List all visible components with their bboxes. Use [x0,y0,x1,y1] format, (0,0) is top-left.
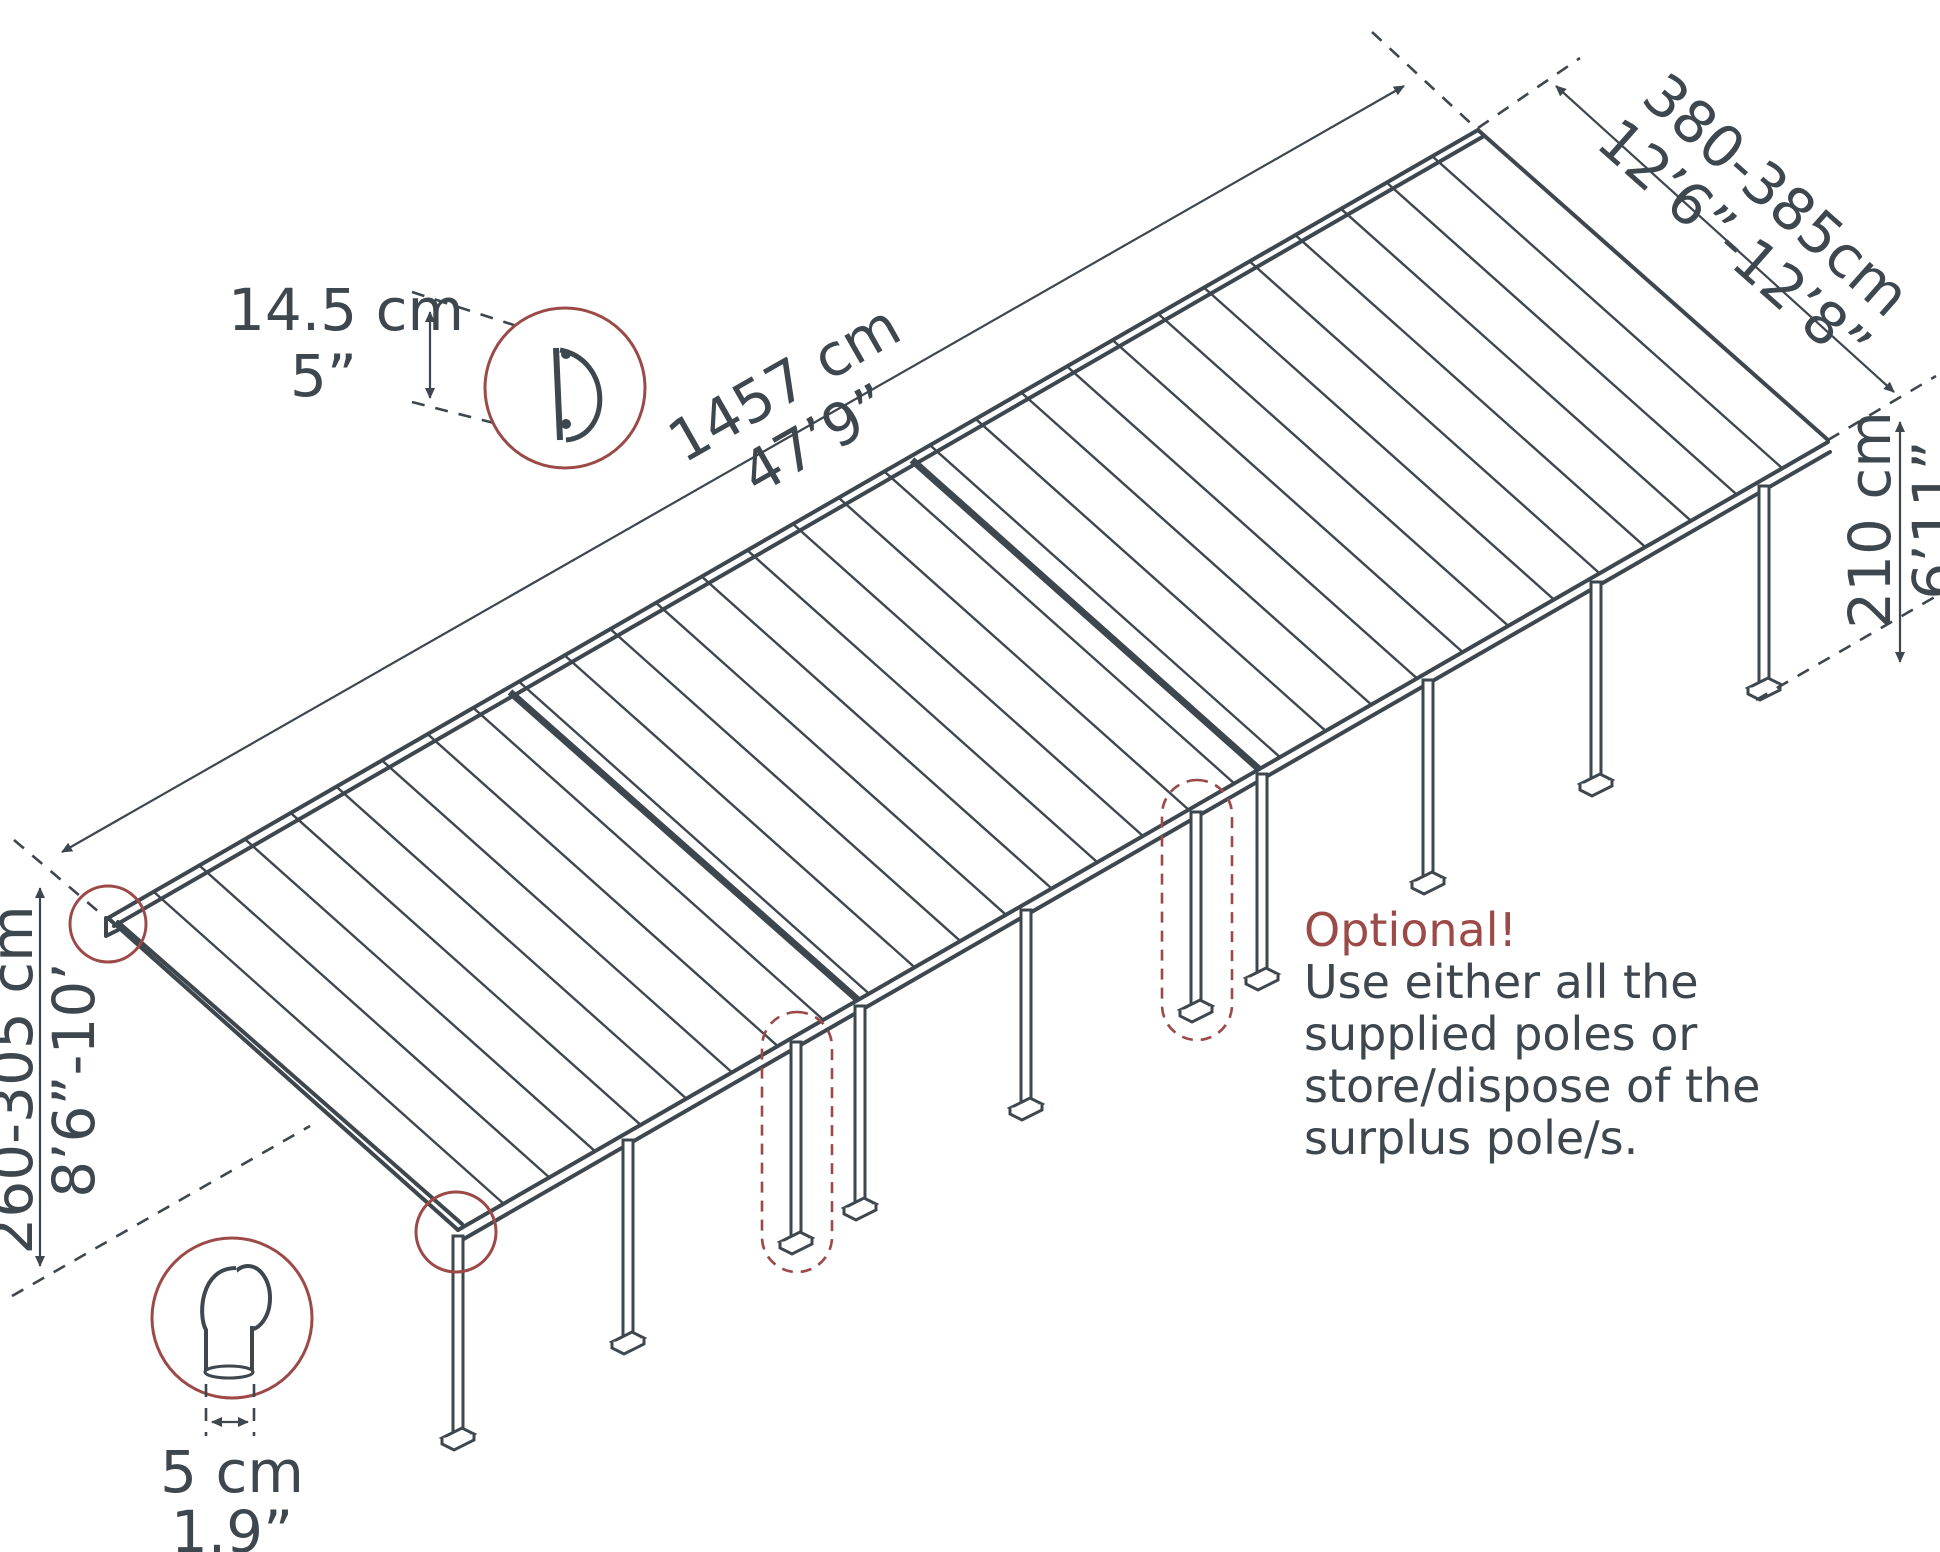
roof-panel-rib [244,838,596,1153]
roof-panel-rib [929,444,1281,759]
roof-panel-rib [1157,312,1510,627]
post-callout-circle [414,1190,498,1274]
support-post [776,1040,816,1256]
optional-pole-marker-2 [1160,778,1234,1042]
note-line-2: supplied poles or [1304,1007,1697,1061]
support-post [1408,678,1448,896]
roof-panel-rib [1203,286,1555,601]
gutter-profile-icon [553,347,603,443]
roof-panel-rib [1066,365,1418,680]
front-height-in-label: 8’6”-10’ [40,962,108,1197]
rear-height-dimension: 210 cm 6’11” [1755,411,1940,702]
rear-height-cm-label: 210 cm [1836,411,1904,629]
support-post [1176,810,1216,1024]
roof-panel-rib [700,575,1053,890]
front-height-cm-label: 260-305 cm [0,905,46,1254]
roof-panel-rib [1111,339,1464,654]
roof-panel-rib [883,470,1236,785]
roof-panel-rib [472,706,825,1021]
roof-panel-rib [609,628,962,942]
optional-note: Optional! Use either all the supplied po… [1304,903,1760,1165]
roof-panel-rib [1248,260,1601,575]
note-line-3: store/dispose of the [1304,1059,1760,1113]
roof-panel-rib [381,759,733,1074]
support-post [1242,772,1282,992]
roof-panel-rib [563,654,916,969]
roof-panel-rib [152,890,505,1205]
roof-panel-rib [1340,207,1692,522]
roof-panel-rib [335,785,688,1100]
post-cm-label: 5 cm [160,1438,304,1506]
support-post [840,1004,880,1222]
roof-panel-rib [1294,234,1647,548]
roof-panel-rib [426,733,779,1048]
detail-callouts [68,778,1234,1274]
roof-panel-rib [746,549,1099,864]
rear-height-in-label: 6’11” [1900,440,1940,599]
gutter-callout-circle [68,884,148,964]
note-line-1: Use either all the [1304,955,1699,1009]
roof-panel-rib [792,523,1144,837]
roof-panel-rib [974,418,1327,732]
support-post [1744,484,1784,702]
post-profile-detail: 5 cm 1.9” [150,1236,314,1552]
support-post [438,1234,478,1452]
gutter-cm-label: 14.5 cm [228,276,464,344]
note-title: Optional! [1304,903,1517,957]
roof-panel-rib [1020,391,1373,706]
roof-panel-rib [837,496,1190,811]
post-in-label: 1.9” [171,1498,293,1552]
roof-panel-rib [289,812,642,1126]
post-profile-icon [200,1264,272,1380]
gutter-profile-detail: 14.5 cm 5” [228,276,647,470]
gutter-in-label: 5” [290,342,357,410]
support-post [1576,580,1616,798]
support-post [608,1138,648,1356]
support-post [1006,908,1046,1122]
roof-panel-rib [198,864,551,1179]
front-height-dimension: 260-305 cm 8’6”-10’ [0,887,311,1298]
width-dimension: 380-385cm 12’6”-12’8” [1477,56,1937,442]
optional-pole-marker-1 [760,1010,834,1274]
note-line-4: surplus pole/s. [1304,1111,1638,1165]
roof-panel-rib [518,680,870,995]
